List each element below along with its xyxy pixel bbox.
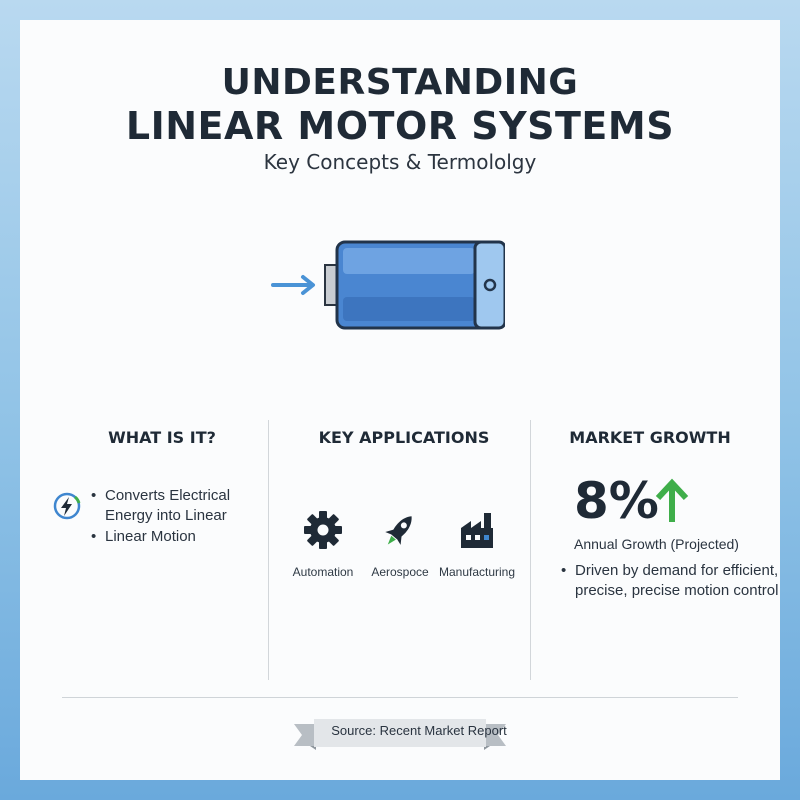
column-divider-2 <box>530 420 531 680</box>
market-growth-heading: MARKET GROWTH <box>569 428 731 447</box>
up-arrow-icon <box>655 478 689 522</box>
source-ribbon <box>294 719 506 750</box>
market-driver-bullet: •Driven by demand for efficient, precise… <box>561 562 779 599</box>
factory-icon <box>461 513 493 548</box>
linear-motor-illustration <box>271 240 505 330</box>
subtitle: Key Concepts & Termololgy <box>263 150 537 174</box>
column-divider-1 <box>268 420 269 680</box>
rocket-icon <box>385 516 412 545</box>
application-manufacturing: Manufacturing <box>438 510 516 579</box>
lightning-icon <box>53 492 81 520</box>
title-line-2: LINEAR MOTOR SYSTEMS <box>125 104 675 148</box>
growth-value: 8% <box>574 472 659 530</box>
gear-icon <box>304 511 342 549</box>
application-automation: Automation <box>288 510 358 579</box>
motion-arrow-icon <box>271 275 315 295</box>
title-line-1: UNDERSTANDING <box>221 62 579 103</box>
key-applications-heading: KEY APPLICATIONS <box>318 428 490 447</box>
what-bullet-1: •Converts Electrical Energy into Linear <box>91 487 231 524</box>
what-bullet-2: •Linear Motion <box>91 528 196 545</box>
infographic-card: UNDERSTANDING LINEAR MOTOR SYSTEMS Key C… <box>20 20 780 780</box>
growth-label: Annual Growth (Projected) <box>574 536 739 552</box>
source-label: Source: Recent Market Report <box>331 723 507 738</box>
application-aerospace: Aerospoce <box>365 510 435 579</box>
what-is-it-heading: WHAT IS IT? <box>108 428 216 447</box>
footer-divider <box>62 697 738 698</box>
